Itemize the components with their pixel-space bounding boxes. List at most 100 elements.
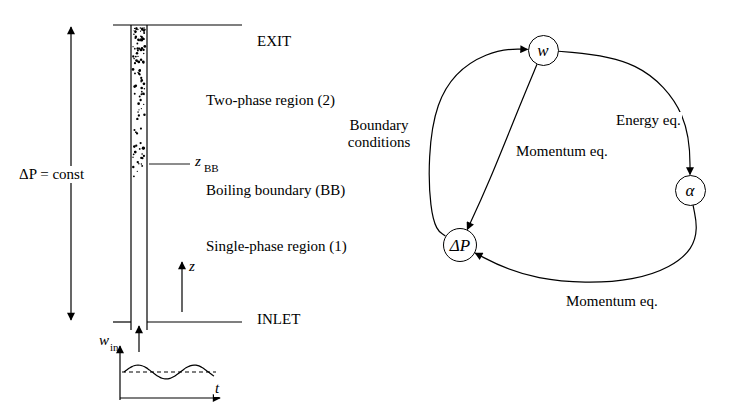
figure-label: Boiling boundary (BB) — [205, 182, 346, 199]
bubble — [138, 72, 140, 74]
bubble — [136, 118, 138, 120]
bubble — [141, 36, 143, 38]
bubble — [141, 28, 143, 30]
z-axis-arrow — [181, 262, 182, 312]
figure-label: ΔP = const — [18, 166, 85, 183]
bubble — [134, 31, 136, 33]
bubble — [135, 27, 136, 28]
bubble — [143, 29, 145, 31]
bubble — [142, 147, 145, 150]
bubble — [137, 29, 138, 30]
bubble — [140, 59, 142, 61]
figure-label: z — [194, 153, 202, 170]
bubble — [140, 79, 143, 82]
channel-wall — [146, 25, 147, 330]
bubble — [142, 60, 145, 63]
bubble — [134, 48, 136, 50]
variable-circle: ΔP — [443, 228, 477, 262]
bubble — [137, 38, 140, 41]
bubble — [143, 53, 144, 54]
bubble — [137, 111, 139, 113]
bubble — [135, 59, 138, 62]
bubble — [134, 28, 135, 29]
bubble — [132, 55, 134, 57]
bubble — [136, 52, 139, 55]
bubble — [143, 114, 145, 116]
bubble — [140, 128, 142, 130]
bubble — [141, 93, 143, 95]
bubble — [139, 148, 141, 150]
bubble — [141, 165, 143, 167]
equation-label: Momentum eq. — [565, 293, 659, 310]
bubble — [143, 32, 145, 34]
variable-symbol: ΔP — [450, 237, 470, 254]
bubble — [132, 157, 133, 158]
inlet-flow-arrow — [138, 326, 139, 352]
equation-label: Boundary conditions — [338, 117, 420, 152]
bubble — [142, 92, 145, 95]
bubble — [140, 27, 142, 29]
bubble — [137, 49, 139, 51]
bubble — [143, 45, 146, 48]
figure-label: z — [188, 258, 196, 275]
bubble — [133, 175, 135, 177]
figure-label: Two-phase region (2) — [205, 92, 336, 109]
bubble — [135, 56, 137, 58]
bubble — [132, 68, 135, 71]
bubble — [143, 82, 146, 85]
inlet-line — [147, 321, 242, 322]
bubble — [133, 58, 135, 60]
bubble — [141, 163, 142, 164]
bubble — [138, 69, 140, 71]
bubble — [142, 49, 144, 51]
variable-circle: α — [675, 175, 706, 206]
relation-arrow — [429, 49, 527, 236]
bubble — [134, 93, 136, 95]
bubble — [134, 30, 136, 32]
bubble — [134, 72, 136, 74]
inlet-flow-wave — [124, 365, 214, 379]
mean-line — [122, 371, 216, 372]
bubble — [139, 95, 141, 97]
bubble — [141, 37, 144, 40]
bubble — [143, 104, 144, 105]
bubble — [137, 171, 138, 172]
leader-line — [149, 164, 190, 165]
bubble — [138, 114, 140, 116]
bubble — [134, 146, 136, 148]
bubble — [142, 147, 145, 150]
bubble — [135, 36, 137, 38]
bubbles — [132, 27, 147, 177]
bubble — [137, 61, 140, 64]
bubble — [136, 47, 138, 49]
bubble — [139, 73, 141, 75]
bubble — [139, 69, 141, 71]
exit-line — [113, 24, 242, 25]
bubble — [134, 85, 137, 88]
figure-label: EXIT — [256, 33, 292, 50]
bubble — [142, 147, 145, 150]
variable-symbol: α — [686, 182, 695, 199]
bubble — [132, 46, 133, 47]
bubble — [136, 27, 138, 29]
variable-symbol: w — [537, 42, 548, 59]
bubble — [134, 62, 136, 64]
bubble — [137, 102, 140, 105]
bubble — [140, 77, 142, 79]
bubble — [141, 157, 143, 159]
relation-arrow — [475, 205, 696, 282]
bubble — [140, 142, 142, 144]
bubble — [143, 30, 144, 31]
bubble — [139, 99, 141, 101]
bubble — [142, 62, 144, 64]
plot-axis — [120, 397, 220, 398]
bubble — [135, 144, 137, 146]
figure-label: BB — [203, 162, 220, 175]
figure-label: INLET — [256, 311, 301, 328]
bubble — [133, 129, 135, 131]
bubble — [132, 166, 134, 168]
figure-label: t — [214, 380, 220, 397]
bubble — [141, 91, 143, 93]
figure-label: Single-phase region (1) — [205, 238, 348, 255]
